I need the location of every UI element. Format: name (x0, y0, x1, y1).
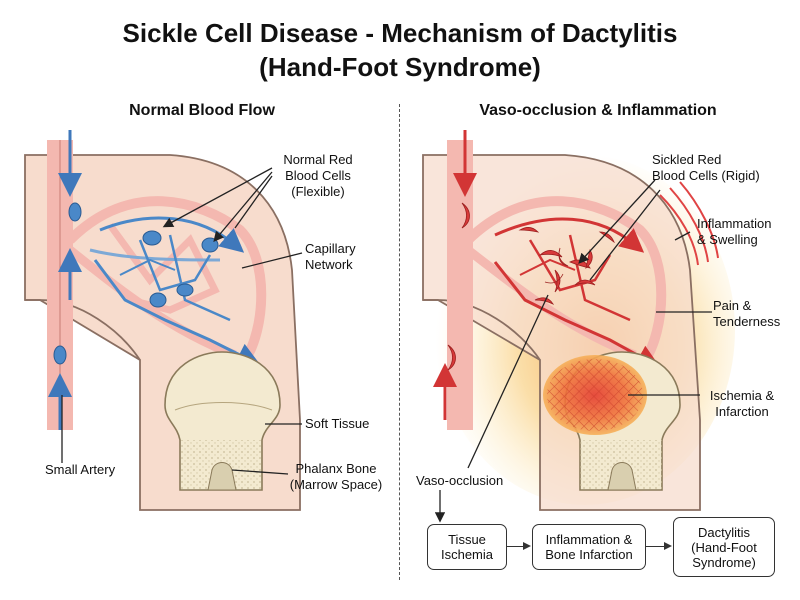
label-phalanx-line-2: (Marrow Space) (289, 477, 383, 492)
label-pain-tenderness: Pain & Tenderness (713, 298, 780, 330)
right-artery-flow-arrows (433, 130, 477, 420)
diagram-title-line-1: Sickle Cell Disease - Mechanism of Dacty… (122, 18, 678, 48)
flow-step-3-line-2: (Hand-Foot (691, 539, 757, 555)
label-capillary-line-2: Network (305, 257, 353, 272)
flow-step-2-line-2: Bone Infarction (545, 547, 633, 562)
left-leader-lines (61, 167, 303, 475)
label-inflammation-line-1: Inflammation (697, 216, 772, 231)
label-small-artery-line-1: Small Artery (45, 462, 116, 477)
label-vaso-occlusion-line-1: Vaso-occlusion (416, 473, 504, 488)
swelling-arcs (659, 181, 719, 266)
label-sickled-red-blood-cells: Sickled Red Blood Cells (Rigid) (652, 152, 760, 184)
label-ischemia-line-2: Infarction (715, 404, 769, 419)
label-inflammation-line-2: & Swelling (697, 232, 758, 247)
flow-arrow-1 (507, 542, 531, 550)
flow-step-dactylitis: Dactylitis (Hand-Foot Syndrome) (673, 517, 775, 577)
label-phalanx-line-1: Phalanx Bone (295, 461, 377, 476)
label-small-artery: Small Artery (45, 462, 115, 478)
infarction-zone (543, 355, 647, 435)
flow-step-3-line-3: Syndrome) (692, 554, 756, 570)
right-leader-lines (434, 179, 712, 523)
label-phalanx-bone: Phalanx Bone (Marrow Space) (280, 461, 392, 493)
label-pain-line-2: Tenderness (713, 314, 781, 329)
label-ischemia-infarction: Ischemia & Infarction (700, 388, 784, 420)
label-normal-red-blood-cells: Normal Red Blood Cells (Flexible) (268, 152, 368, 200)
label-ischemia-line-1: Ischemia & (709, 388, 775, 403)
label-inflammation-swelling: Inflammation & Swelling (697, 216, 771, 248)
label-soft-tissue-line-1: Soft Tissue (305, 416, 370, 431)
flow-step-tissue-ischemia: Tissue Ischemia (427, 524, 507, 570)
label-soft-tissue: Soft Tissue (305, 416, 369, 432)
panel-divider (399, 104, 400, 580)
label-pain-line-1: Pain & (713, 298, 752, 313)
flow-arrow-2 (646, 542, 672, 550)
left-artery-flow-arrows (48, 130, 82, 430)
flow-step-3-line-1: Dactylitis (697, 524, 750, 540)
right-panel-heading: Vaso-occlusion & Inflammation (479, 102, 717, 119)
diagram-title-line-2: (Hand-Foot Syndrome) (259, 52, 541, 82)
label-normal-rbc-line-3: (Flexible) (291, 184, 345, 199)
flow-step-2-line-1: Inflammation & (545, 532, 633, 547)
flow-step-1-line-1: Tissue (448, 532, 486, 547)
label-normal-rbc-line-1: Normal Red (283, 152, 353, 167)
label-sickled-rbc-line-2: Blood Cells (Rigid) (652, 168, 760, 183)
label-sickled-rbc-line-1: Sickled Red (652, 152, 722, 167)
flow-step-inflammation-bone-infarction: Inflammation & Bone Infarction (532, 524, 646, 570)
label-normal-rbc-line-2: Blood Cells (285, 168, 351, 183)
label-vaso-occlusion: Vaso-occlusion (416, 473, 503, 489)
left-panel-heading: Normal Blood Flow (129, 102, 275, 119)
sickled-red-blood-cells (447, 202, 615, 371)
label-capillary-line-1: Capillary (305, 241, 356, 256)
left-phalanx-bone (164, 351, 281, 491)
flow-step-1-line-2: Ischemia (440, 547, 494, 562)
normal-red-blood-cells (53, 202, 219, 365)
label-capillary-network: Capillary Network (305, 241, 356, 273)
